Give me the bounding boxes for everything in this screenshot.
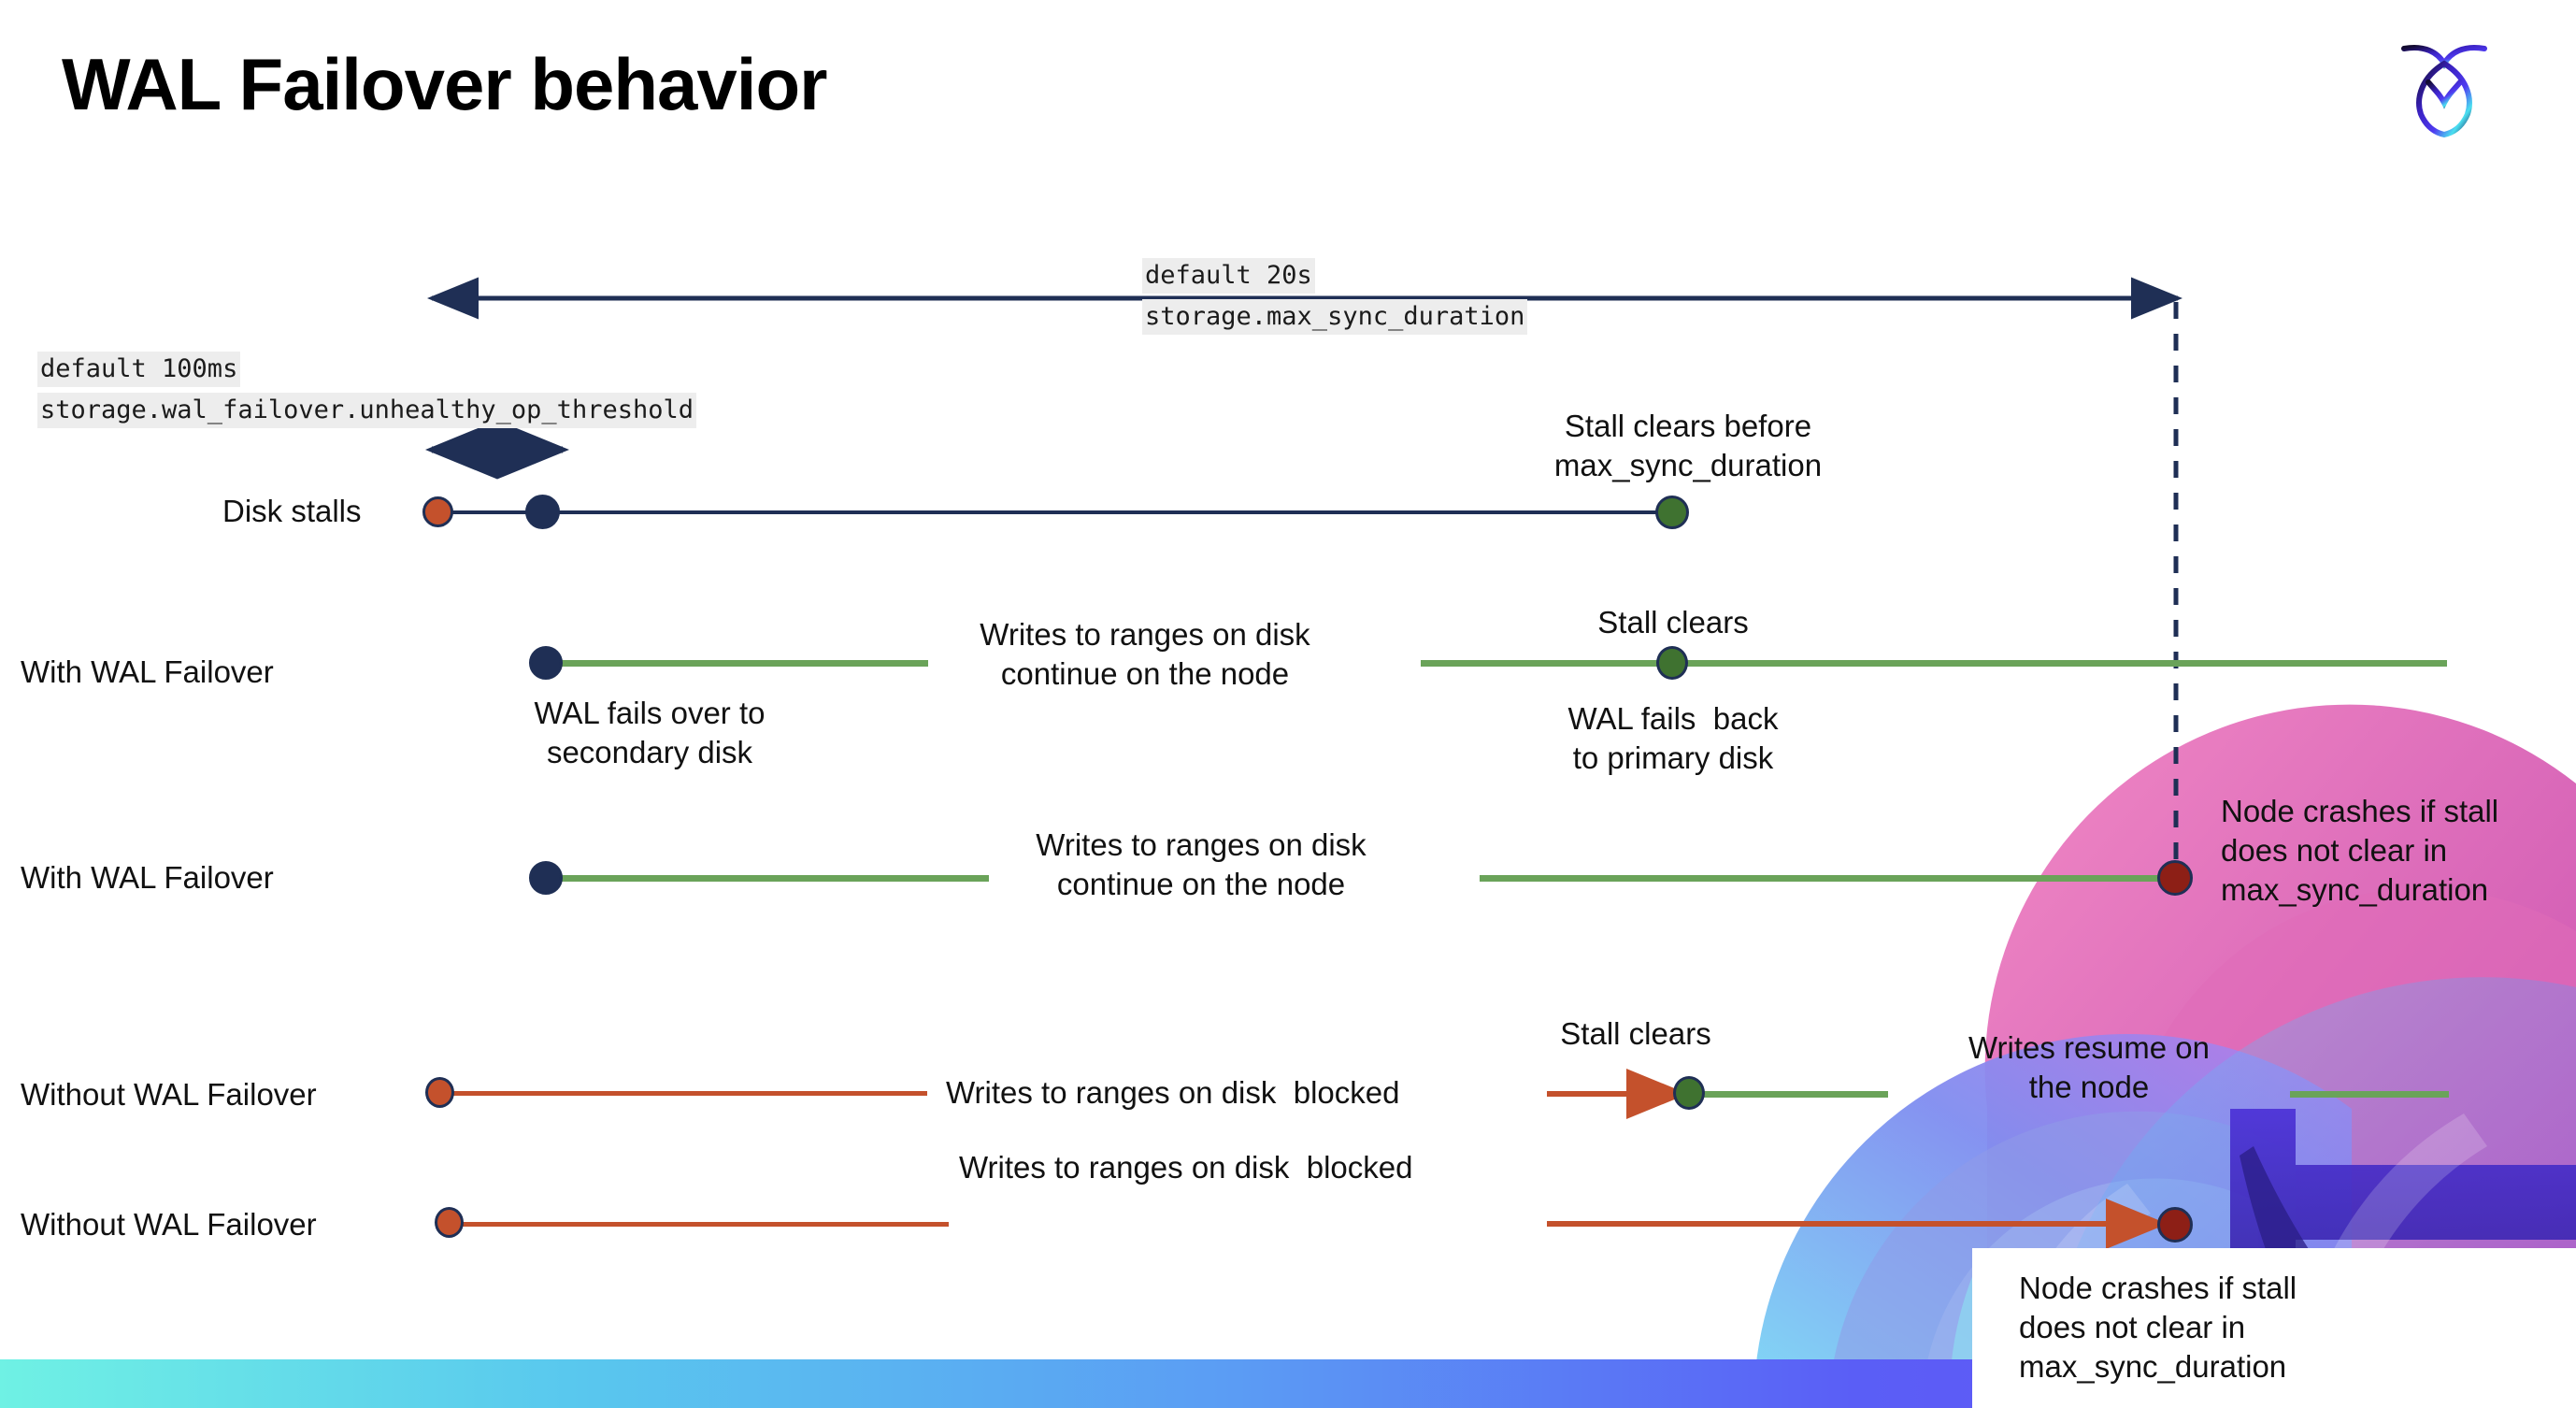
marker-stall-clears-row1 — [1655, 496, 1689, 529]
timeline-wal-failover-1-right — [1421, 660, 2447, 667]
note-writes-continue-row2: Writes to ranges on disk continue on the… — [980, 617, 1310, 691]
cockroachdb-logo-icon — [2393, 28, 2496, 140]
marker-stall-clears-row4 — [1673, 1076, 1705, 1110]
note-node-crashes-row3: Node crashes if stall does not clear in … — [2221, 794, 2499, 907]
code-default-20s: default 20s — [1142, 258, 1315, 295]
note-node-crashes-row5: Node crashes if stall does not clear in … — [2019, 1271, 2297, 1384]
marker-node-crash-row5 — [2157, 1207, 2193, 1243]
row-label-with-wal-failover-1: With WAL Failover — [21, 654, 274, 689]
note-writes-resume-row4: Writes resume on the node — [1968, 1030, 2210, 1104]
note-stall-clears-row4: Stall clears — [1560, 1016, 1711, 1051]
note-stall-clears-row2: Stall clears — [1597, 605, 1749, 639]
row-label-without-wal-failover-1: Without WAL Failover — [21, 1077, 317, 1112]
code-storage-max-sync-duration: storage.max_sync_duration — [1142, 299, 1528, 336]
note-wal-fails-back-primary: WAL fails back to primary disk — [1567, 701, 1779, 775]
marker-stall-start — [422, 496, 453, 527]
timeline-wal-failover-2-right — [1480, 875, 2181, 882]
timeline-without-failover-1-red — [439, 1091, 927, 1096]
marker-threshold-reached — [525, 495, 560, 529]
note-wal-fails-over-secondary: WAL fails over to secondary disk — [534, 696, 766, 769]
marker-stall-start-row4 — [425, 1077, 454, 1108]
row-label-without-wal-failover-2: Without WAL Failover — [21, 1207, 317, 1242]
code-default-100ms: default 100ms — [37, 352, 241, 388]
row-label-disk-stalls: Disk stalls — [222, 494, 362, 528]
timeline-disk-stalls — [437, 510, 1685, 514]
timeline-without-failover-1-green-b — [2290, 1091, 2449, 1098]
note-writes-blocked-row5: Writes to ranges on disk blocked — [959, 1150, 1413, 1185]
note-writes-blocked-row4: Writes to ranges on disk blocked — [946, 1075, 1400, 1110]
note-stall-clears-before-max-sync: Stall clears before max_sync_duration — [1553, 409, 1823, 482]
code-storage-wal-failover-threshold: storage.wal_failover.unhealthy_op_thresh… — [37, 393, 696, 429]
timeline-wal-failover-1-left — [550, 660, 928, 667]
marker-stall-start-row5 — [435, 1207, 464, 1238]
note-writes-continue-row3: Writes to ranges on disk continue on the… — [1036, 827, 1367, 901]
callout-node-crashes: Node crashes if stall does not clear in … — [1972, 1248, 2576, 1408]
marker-failover-start — [529, 646, 563, 680]
page-title: WAL Failover behavior — [62, 43, 827, 125]
marker-failover-start-2 — [529, 861, 563, 895]
timeline-without-failover-1-green-a — [1696, 1091, 1888, 1098]
marker-stall-clears-row2 — [1656, 646, 1688, 680]
marker-node-crash-row3 — [2157, 860, 2193, 896]
timeline-wal-failover-2-left — [550, 875, 989, 882]
row-label-with-wal-failover-2: With WAL Failover — [21, 860, 274, 895]
timeline-without-failover-2-red — [449, 1222, 949, 1227]
